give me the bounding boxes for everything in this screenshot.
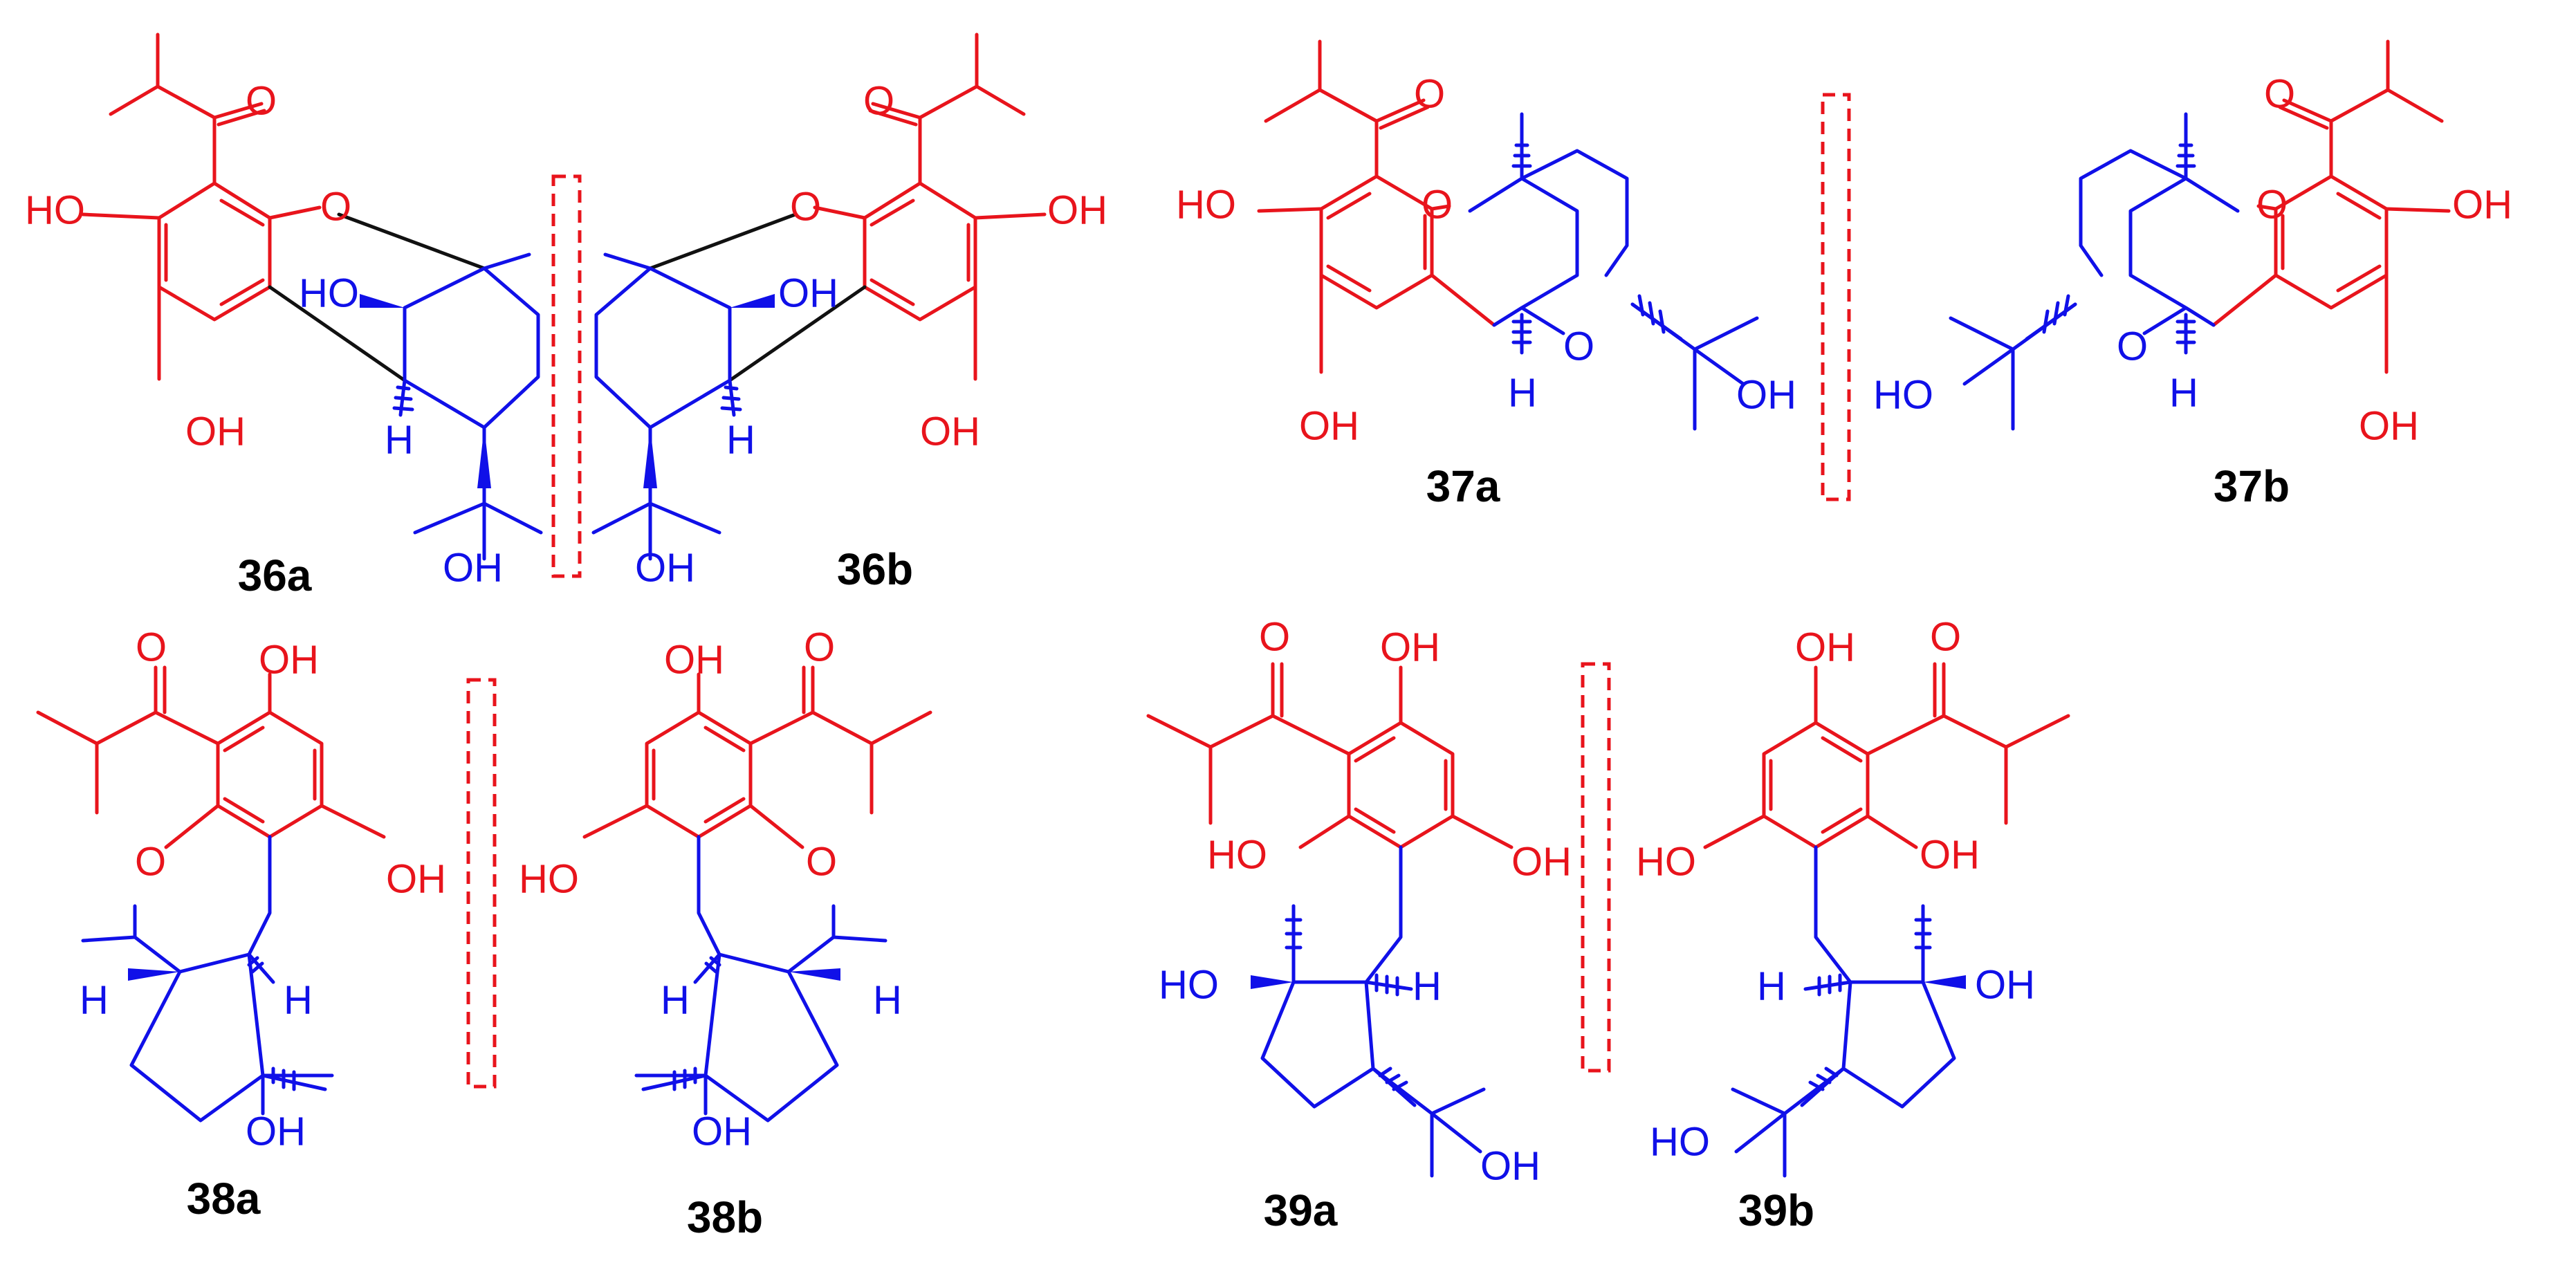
- atom-label: H: [385, 417, 414, 462]
- atom-label: H: [661, 977, 690, 1022]
- atom-label: O: [804, 625, 835, 670]
- atom-label: H: [80, 977, 109, 1022]
- atom-label: OH: [1480, 1143, 1540, 1188]
- atom-label: O: [246, 78, 277, 123]
- atom-label: OH: [1920, 832, 1980, 877]
- atom-label: H: [726, 417, 755, 462]
- atom-label: OH: [664, 637, 724, 682]
- compound-label-38b: 38b: [687, 1192, 763, 1242]
- atom-label: OH: [1380, 625, 1440, 670]
- atom-label: O: [1414, 71, 1445, 116]
- compound-label-39a: 39a: [1264, 1185, 1338, 1235]
- atom-label: OH: [1736, 372, 1796, 417]
- atom-label: HO: [1207, 832, 1267, 877]
- atom-label: OH: [920, 409, 980, 454]
- atom-label: OH: [635, 545, 695, 590]
- compound-label-37b: 37b: [2214, 461, 2290, 511]
- wedge-bond: [1923, 975, 1966, 989]
- atom-label: OH: [1975, 962, 2035, 1007]
- atom-label: OH: [259, 637, 319, 682]
- atom-label: HO: [1636, 839, 1696, 884]
- atom-label: OH: [692, 1109, 752, 1154]
- atom-label: OH: [1511, 839, 1572, 884]
- atom-label: H: [284, 977, 313, 1022]
- structure-38b: O OH HO O H H OH 38b: [519, 625, 932, 1242]
- atom-label: O: [1422, 182, 1453, 227]
- structure-39b: O OH OH HO OH H HO 39b: [1636, 614, 2070, 1235]
- mirror-plane-37: [1821, 93, 1851, 501]
- wedge-bond: [789, 968, 840, 981]
- atom-label: HO: [299, 270, 359, 315]
- atom-label: HO: [1159, 962, 1219, 1007]
- atom-label: O: [1259, 614, 1290, 659]
- atom-label: O: [2117, 324, 2148, 369]
- atom-label: HO: [519, 856, 579, 901]
- atom-label: O: [2264, 71, 2295, 116]
- wedge-bond: [128, 968, 180, 981]
- atom-label: O: [1930, 614, 1961, 659]
- atom-label: O: [806, 839, 837, 884]
- atom-label: OH: [246, 1109, 306, 1154]
- mirror-plane-38: [466, 678, 497, 1089]
- compound-label-36b: 36b: [837, 544, 913, 594]
- atom-label: OH: [1299, 403, 1359, 448]
- atom-label: O: [135, 839, 166, 884]
- wedge-bond: [477, 427, 491, 488]
- atom-label: OH: [778, 270, 838, 315]
- atom-label: H: [1508, 370, 1537, 415]
- atom-label: OH: [185, 409, 246, 454]
- atom-label: O: [790, 184, 821, 229]
- compound-label-37a: 37a: [1426, 461, 1500, 511]
- atom-label: OH: [386, 856, 446, 901]
- atom-label: H: [1413, 963, 1442, 1008]
- wedge-bond: [1251, 975, 1294, 989]
- structure-37a: O O HO OH O H OH 37a: [1176, 39, 1796, 511]
- atom-label: H: [873, 977, 902, 1022]
- atom-label: OH: [1795, 625, 1855, 670]
- compound-label-38a: 38a: [187, 1174, 261, 1224]
- structure-38a: O OH OH O H H OH 38a: [36, 625, 446, 1224]
- atom-label: HO: [1873, 372, 1933, 417]
- mirror-plane-39: [1581, 662, 1611, 1073]
- atom-label: H: [2169, 370, 2198, 415]
- compound-label-39b: 39b: [1738, 1185, 1814, 1235]
- wedge-bond: [360, 294, 405, 308]
- structure-39a: O OH HO OH HO H OH 39a: [1146, 614, 1572, 1235]
- atom-label: OH: [2359, 403, 2419, 448]
- structure-36b: O O OH OH OH H OH 36b: [591, 33, 1107, 594]
- structure-36a: O O HO OH HO H OH 36a: [25, 33, 543, 600]
- atom-label: HO: [1176, 182, 1236, 227]
- atom-label: O: [863, 78, 894, 123]
- atom-label: OH: [443, 545, 503, 590]
- atom-label: HO: [25, 187, 85, 232]
- atom-label: HO: [1650, 1119, 1710, 1164]
- atom-label: O: [2256, 182, 2288, 227]
- atom-label: OH: [2452, 182, 2512, 227]
- compound-label-36a: 36a: [238, 551, 312, 600]
- atom-label: O: [1563, 324, 1594, 369]
- structure-37b: O O OH OH O H HO 37b: [1873, 39, 2512, 511]
- wedge-bond: [643, 427, 657, 488]
- atom-label: O: [320, 184, 351, 229]
- atom-label: OH: [1047, 187, 1107, 232]
- mirror-plane-36: [551, 174, 582, 578]
- atom-label: O: [136, 625, 167, 670]
- wedge-bond: [730, 294, 775, 308]
- atom-label: H: [1757, 963, 1786, 1008]
